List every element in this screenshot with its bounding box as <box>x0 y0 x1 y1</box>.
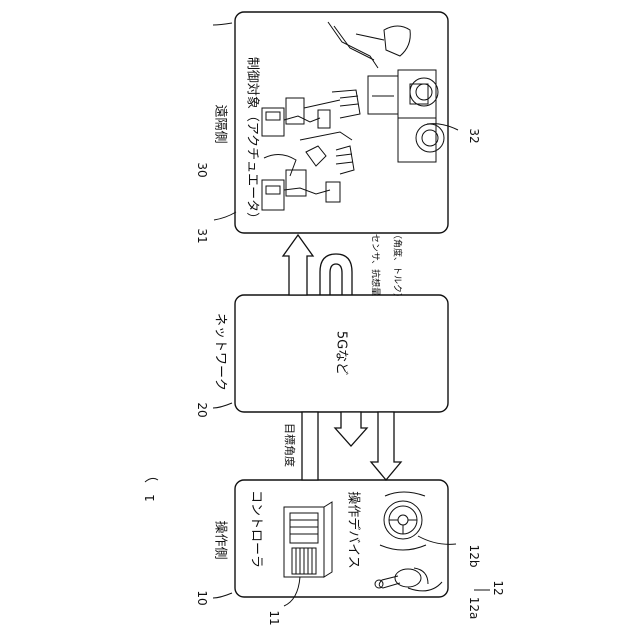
downlink-arrow-2 <box>371 412 401 480</box>
ref-30: 30 <box>195 162 209 177</box>
controller-label: コントローラ <box>249 490 268 568</box>
ref-31: 31 <box>195 228 209 243</box>
feedback-detail: （角度、トルク） <box>392 230 405 302</box>
ref-11: 11 <box>267 610 281 625</box>
uplink-arrow <box>283 235 313 295</box>
network-body: 5Gなど <box>334 331 353 375</box>
remote-box <box>235 12 448 233</box>
target-angle-line <box>302 412 318 480</box>
ref-12: 12 <box>491 580 505 595</box>
feedback-label: センサ、抗想量 <box>370 234 383 296</box>
ref-20: 20 <box>195 402 209 417</box>
devices-label: 操作デバイス <box>346 491 365 569</box>
downlink-arrow-1 <box>335 412 367 446</box>
feedback-loop-arrow <box>320 254 352 295</box>
target-angle-label: 目標角度 <box>282 423 298 467</box>
target-label: 制御対象（アクチュエータ） <box>245 57 264 225</box>
network-heading: ネットワーク <box>213 313 232 391</box>
ref-32: 32 <box>467 128 481 143</box>
operator-heading: 操作側 <box>213 520 232 559</box>
ref-10: 10 <box>195 590 209 605</box>
ref-12b: 12b <box>467 545 481 568</box>
remote-heading: 遠隔側 <box>213 104 232 143</box>
ref-12a: 12a <box>467 597 481 620</box>
figure-number: 1 <box>143 494 157 502</box>
controller-rack-icon <box>284 502 332 577</box>
